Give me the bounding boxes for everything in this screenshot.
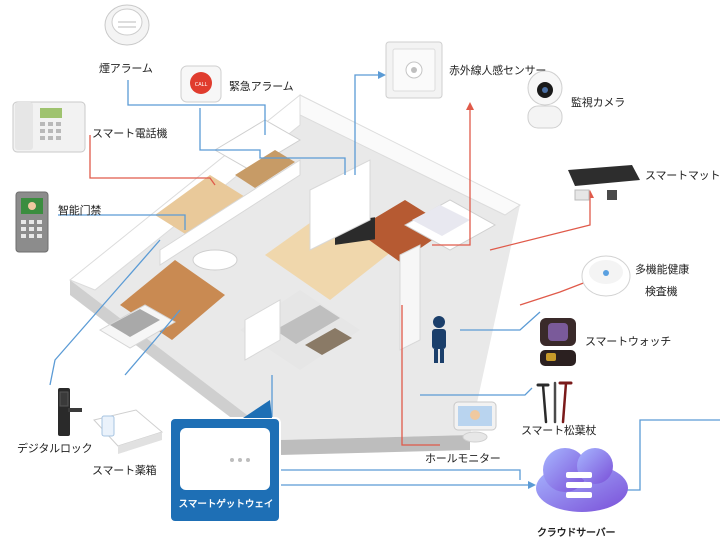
health-checker-label-2: 検査機 xyxy=(645,285,678,298)
motion-sensor-icon xyxy=(385,41,443,99)
access-control-label: 智能门禁 xyxy=(58,204,102,217)
camera-label: 監視カメラ xyxy=(571,96,625,109)
smart-gateway-box xyxy=(169,400,281,523)
hall-monitor-label: ホールモニター xyxy=(425,452,501,465)
security-camera-icon xyxy=(527,70,563,129)
smart-mat-label: スマートマット xyxy=(645,169,720,182)
desk-phone-icon xyxy=(12,101,86,153)
svg-text:CALL: CALL xyxy=(195,82,208,88)
smart-watch-label: スマートウォッチ xyxy=(585,335,672,348)
emergency-button-icon: CALL xyxy=(180,65,222,103)
medicine-box-icon xyxy=(93,409,164,454)
digital-lock-icon xyxy=(58,388,82,436)
smart-watch-icon xyxy=(540,318,576,366)
pir-sensor-label: 赤外線人感センサー xyxy=(449,64,547,77)
smoke-alarm-icon xyxy=(104,4,150,46)
cloud-server-label: クラウドサーバー xyxy=(537,528,616,539)
cloud-server-icon xyxy=(536,448,628,512)
person-icon xyxy=(432,316,446,363)
smart-gateway-label: スマートゲットウェイ xyxy=(178,499,274,510)
hall-monitor-icon xyxy=(453,401,497,443)
house-floorplan xyxy=(69,93,521,455)
smart-phone-label: スマート電話機 xyxy=(92,127,168,140)
smoke-alarm-label: 煙アラーム xyxy=(99,62,153,75)
blue-connection-lines xyxy=(49,74,720,491)
smart-medicine-box-label: スマート薬箱 xyxy=(92,464,157,477)
access-control-icon xyxy=(15,191,49,253)
health-checker-icon xyxy=(581,255,631,297)
smart-mat-icon xyxy=(568,165,640,201)
digital-lock-label: デジタルロック xyxy=(17,442,93,455)
smart-cane-icon xyxy=(536,381,573,424)
smart-cane-label: スマート松葉杖 xyxy=(521,424,597,437)
red-connection-lines xyxy=(89,110,591,446)
emergency-alarm-label: 緊急アラーム xyxy=(229,80,294,93)
health-checker-label-1: 多機能健康 xyxy=(635,263,689,276)
